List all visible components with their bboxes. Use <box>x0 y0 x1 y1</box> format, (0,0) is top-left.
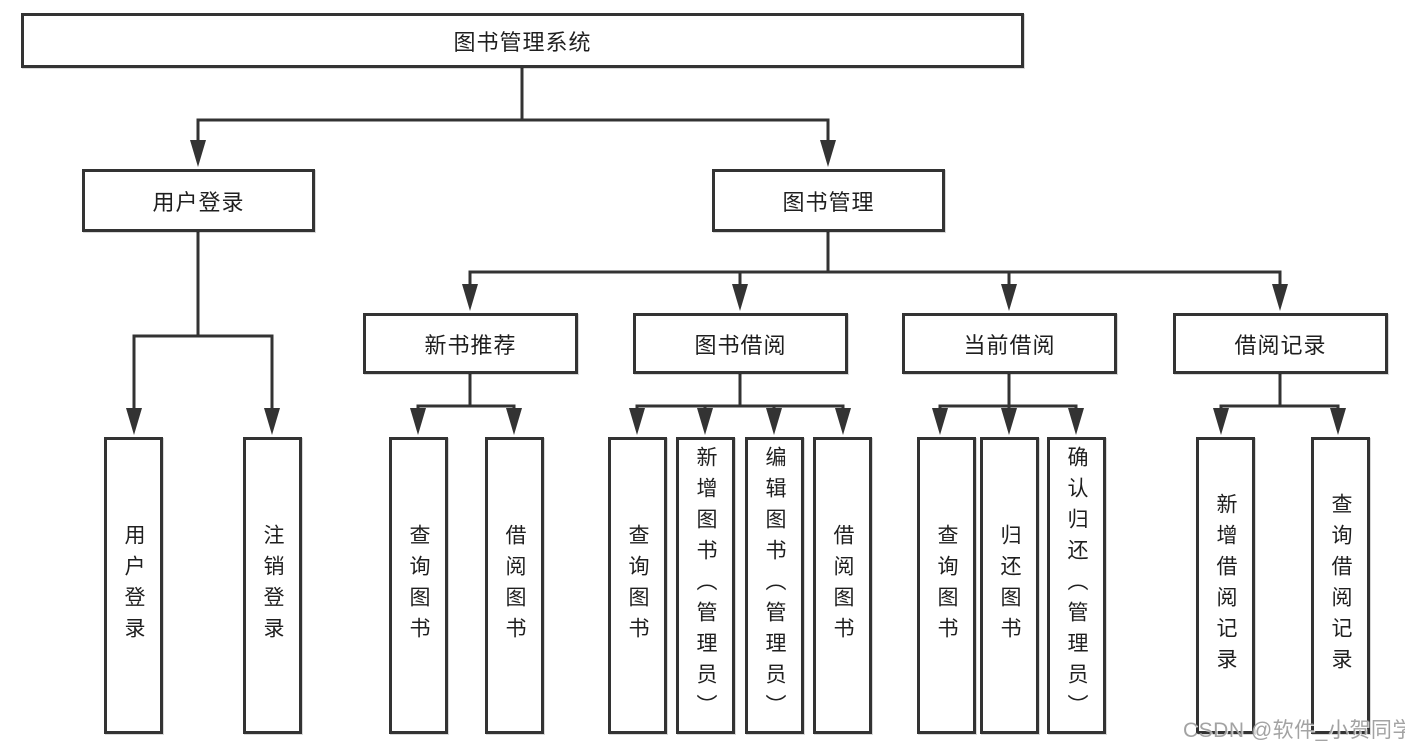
node-book-borrowing: 图书借阅 <box>633 313 848 374</box>
leaf-current-return-books: 归还图书 <box>980 437 1039 734</box>
leaf-borrowing-add-books-admin: 新增图书（管理员） <box>676 437 735 734</box>
arrow-head-icon <box>697 408 713 435</box>
arrow-head-icon <box>1330 408 1346 435</box>
leaf-current-query-books: 查询图书 <box>917 437 976 734</box>
leaf-borrowing-query-books: 查询图书 <box>608 437 667 734</box>
arrow-head-icon <box>126 408 142 435</box>
leaf-recommend-query-books: 查询图书 <box>389 437 448 734</box>
arrowheads <box>126 140 1346 435</box>
arrow-head-icon <box>1068 408 1084 435</box>
arrow-head-icon <box>1001 284 1017 311</box>
node-root-system: 图书管理系统 <box>21 13 1024 68</box>
arrow-head-icon <box>410 408 426 435</box>
arrow-head-icon <box>932 408 948 435</box>
arrow-head-icon <box>462 284 478 311</box>
arrow-head-icon <box>190 140 206 167</box>
leaf-borrowing-edit-books-admin: 编辑图书（管理员） <box>745 437 804 734</box>
csdn-watermark: CSDN @软件_小贺同学 <box>1183 719 1405 742</box>
arrow-head-icon <box>820 140 836 167</box>
leaf-current-confirm-return-admin: 确认归还（管理员） <box>1047 437 1106 734</box>
leaf-user-login: 用户登录 <box>104 437 163 734</box>
arrow-head-icon <box>1272 284 1288 311</box>
leaf-borrowing-borrow-books: 借阅图书 <box>813 437 872 734</box>
node-current-borrowing: 当前借阅 <box>902 313 1117 374</box>
node-new-book-recommend: 新书推荐 <box>363 313 578 374</box>
leaf-records-query-record: 查询借阅记录 <box>1311 437 1370 734</box>
arrow-head-icon <box>264 408 280 435</box>
arrow-head-icon <box>732 284 748 311</box>
arrow-head-icon <box>506 408 522 435</box>
leaf-recommend-borrow-books: 借阅图书 <box>485 437 544 734</box>
node-borrowing-records: 借阅记录 <box>1173 313 1388 374</box>
leaf-logout: 注销登录 <box>243 437 302 734</box>
node-user-login: 用户登录 <box>82 169 315 232</box>
leaf-records-add-record: 新增借阅记录 <box>1196 437 1255 734</box>
arrow-head-icon <box>1213 408 1229 435</box>
arrow-head-icon <box>835 408 851 435</box>
arrow-head-icon <box>629 408 645 435</box>
arrow-head-icon <box>766 408 782 435</box>
arrow-head-icon <box>1001 408 1017 435</box>
node-book-management: 图书管理 <box>712 169 945 232</box>
